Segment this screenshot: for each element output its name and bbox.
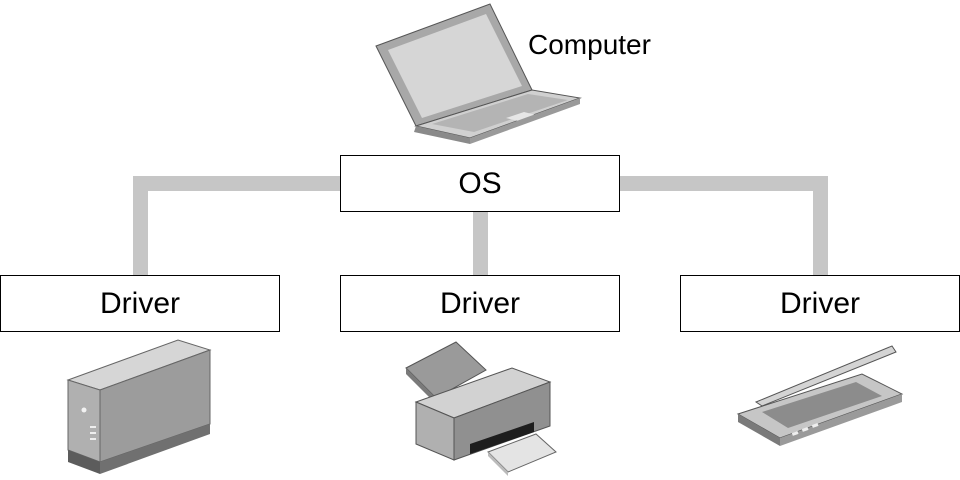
tower-drive-icon [66,339,212,474]
driver-label: Driver [780,286,860,320]
connector-right-vertical [813,176,828,276]
connector-left-vertical [133,176,148,276]
driver-box-right: Driver [680,275,960,332]
driver-box-center: Driver [340,275,620,332]
computer-label: Computer [528,29,651,60]
os-box: OS [340,155,620,212]
driver-label: Driver [100,286,180,320]
connector-right-horizontal [618,176,828,191]
scanner-icon [736,345,904,446]
driver-label: Driver [440,286,520,320]
connector-left-horizontal [133,176,343,191]
os-label: OS [458,166,502,200]
laptop-icon [375,3,582,144]
driver-box-left: Driver [0,275,280,332]
connector-center-vertical [473,210,488,276]
printer-icon [405,341,557,476]
